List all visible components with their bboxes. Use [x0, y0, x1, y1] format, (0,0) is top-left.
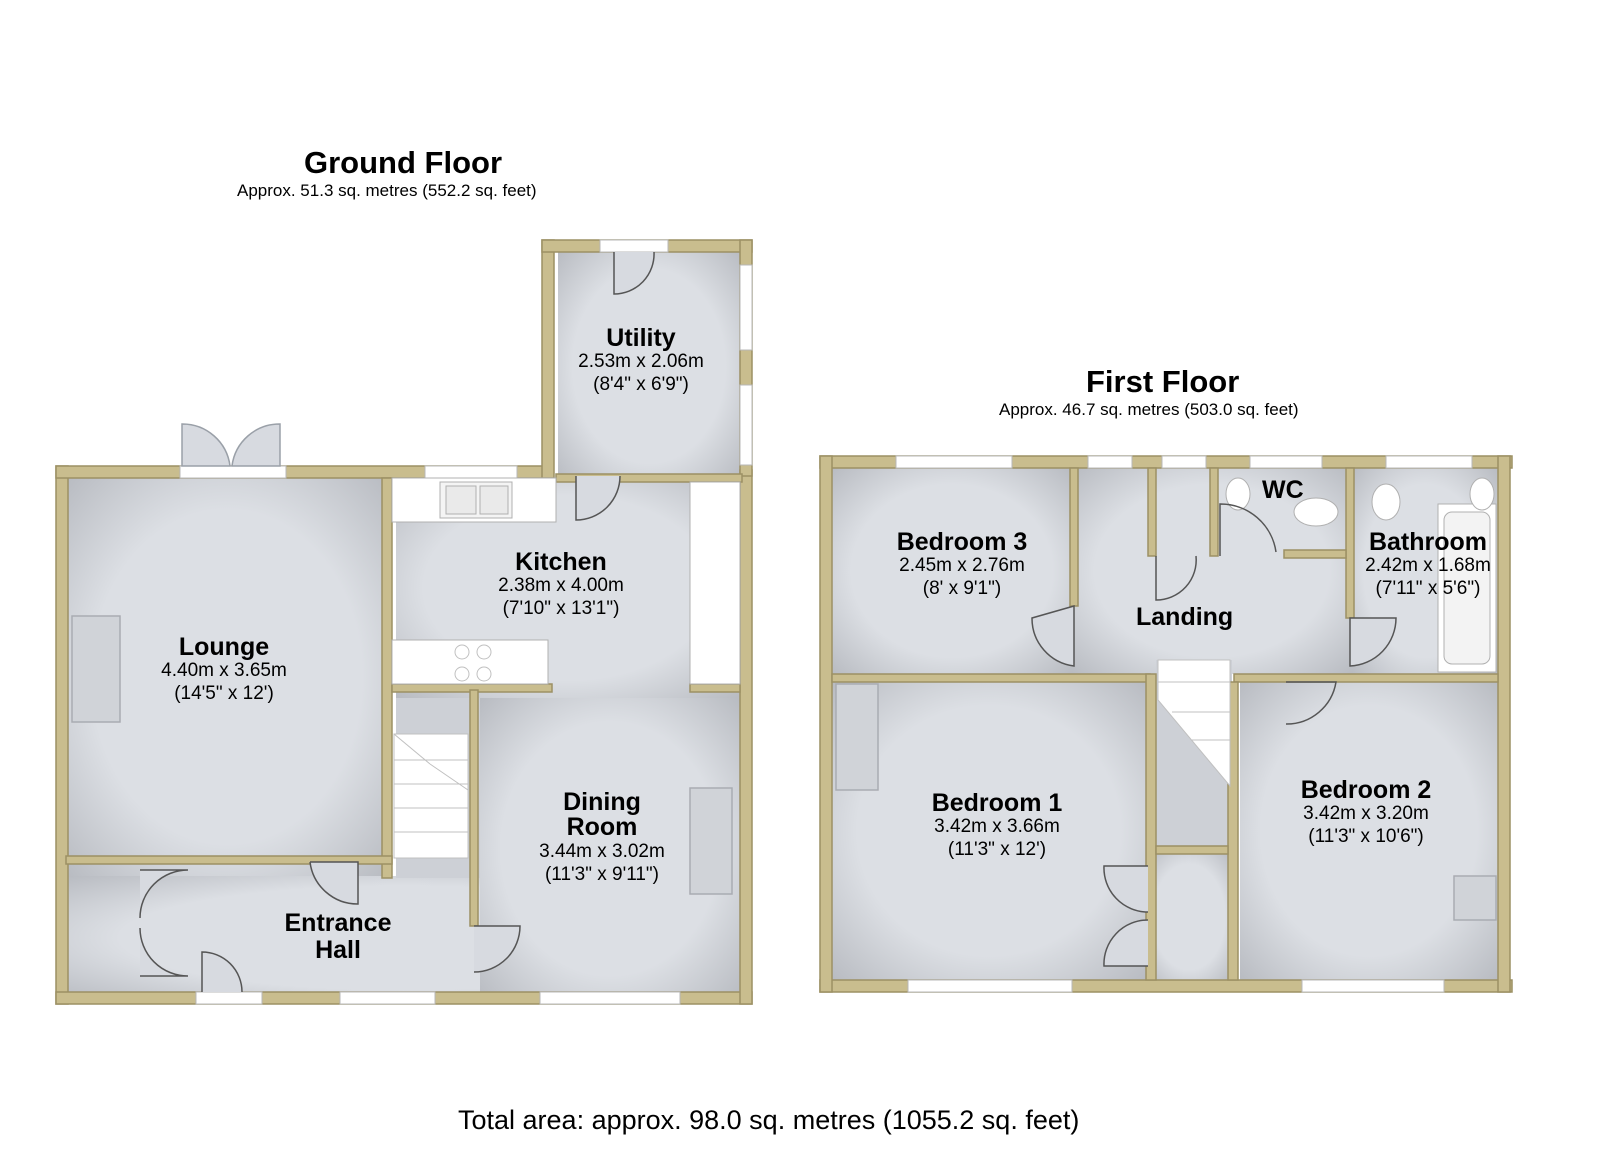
bedroom1-label: Bedroom 1 3.42m x 3.66m (11'3" x 12') [892, 789, 1102, 861]
utility-cupboard [689, 481, 741, 685]
hob-icon [454, 644, 492, 682]
bedroom2-floor [1240, 682, 1498, 980]
first-floor-area: Approx. 46.7 sq. metres (503.0 sq. feet) [999, 400, 1299, 419]
ground-floor-plan [55, 239, 753, 1005]
first-floor-title: First Floor [1086, 364, 1240, 399]
dining-metric: 3.44m x 3.02m [539, 841, 665, 862]
bedroom3-label: Bedroom 3 2.45m x 2.76m (8' x 9'1") [862, 528, 1062, 600]
bedroom3-floor [832, 468, 1072, 674]
bedroom1-name: Bedroom 1 [931, 789, 1063, 817]
first-doors [1031, 503, 1397, 967]
bedroom2-metric: 3.42m x 3.20m [1303, 803, 1429, 824]
first-stairs [1157, 659, 1231, 788]
lounge-imperial: (14'5" x 12') [174, 683, 274, 704]
bedroom2-label: Bedroom 2 3.42m x 3.20m (11'3" x 10'6") [1266, 776, 1466, 848]
hall-label: Entrance Hall [258, 910, 418, 964]
kitchen-metric: 2.38m x 4.00m [498, 575, 624, 596]
bathroom-label: Bathroom 2.42m x 1.68m (7'11" x 5'6") [1350, 528, 1506, 600]
utility-name: Utility [606, 324, 676, 352]
bedroom3-metric: 2.45m x 2.76m [899, 555, 1025, 576]
hob-worktop [391, 639, 549, 685]
bedroom2-imperial: (11'3" x 10'6") [1308, 826, 1424, 847]
first-windows [895, 455, 1473, 993]
bedroom1-closet-floor [1146, 854, 1232, 980]
bathroom-metric: 2.42m x 1.68m [1365, 555, 1491, 576]
lounge-metric: 4.40m x 3.65m [161, 660, 287, 681]
lounge-fireplace [71, 615, 121, 723]
bathroom-name: Bathroom [1368, 528, 1488, 556]
ground-doors [139, 251, 655, 993]
bedroom3-imperial: (8' x 9'1") [922, 578, 1002, 599]
dining-imperial: (11'3" x 9'11") [544, 864, 660, 885]
total-area: Total area: approx. 98.0 sq. metres (105… [458, 1105, 1080, 1135]
utility-label: Utility 2.53m x 2.06m (8'4" x 6'9") [560, 324, 722, 396]
kitchen-fixtures [391, 477, 741, 685]
kitchen-name: Kitchen [515, 548, 607, 576]
hall-name-line1: Entrance [284, 909, 392, 937]
dining-name-line1: Dining [563, 788, 641, 816]
bedroom1-wardrobe [835, 683, 879, 791]
kitchen-label: Kitchen 2.38m x 4.00m (7'10" x 13'1") [460, 548, 662, 620]
bedroom1-imperial: (11'3" x 12') [947, 839, 1047, 860]
bedroom1-metric: 3.42m x 3.66m [934, 816, 1060, 837]
first-floor-plan [819, 455, 1513, 993]
dining-fireplace [689, 787, 733, 895]
bathroom-toilet-icon [1371, 483, 1401, 521]
ground-floor-title: Ground Floor [304, 145, 503, 180]
bedroom2-name: Bedroom 2 [1300, 776, 1432, 804]
dining-label: Dining Room 3.44m x 3.02m (11'3" x 9'11"… [502, 790, 702, 886]
wc-name: WC [1262, 476, 1304, 504]
utility-metric: 2.53m x 2.06m [578, 351, 704, 372]
ground-floor-area: Approx. 51.3 sq. metres (552.2 sq. feet) [237, 181, 537, 200]
bathroom-fixtures [1225, 477, 1497, 673]
dining-name-line2: Room [566, 813, 638, 841]
patio-doors [181, 423, 281, 467]
bedroom2-wardrobe [1453, 875, 1497, 921]
wc-toilet-icon [1293, 497, 1339, 527]
utility-imperial: (8'4" x 6'9") [593, 374, 689, 395]
landing-name: Landing [1136, 603, 1234, 631]
bathroom-imperial: (7'11" x 5'6") [1375, 578, 1481, 599]
hall-name-line2: Hall [315, 936, 361, 964]
utility-floor [558, 250, 740, 482]
wc-basin-icon [1225, 477, 1251, 511]
ground-stairs [393, 733, 469, 859]
bedroom3-name: Bedroom 3 [896, 528, 1028, 556]
kitchen-imperial: (7'10" x 13'1") [502, 598, 620, 619]
bedroom1-floor [832, 682, 1146, 980]
lounge-name: Lounge [178, 633, 270, 661]
ground-windows [179, 239, 753, 1005]
lounge-label: Lounge 4.40m x 3.65m (14'5" x 12') [124, 633, 324, 705]
basin-icon [1469, 477, 1495, 511]
